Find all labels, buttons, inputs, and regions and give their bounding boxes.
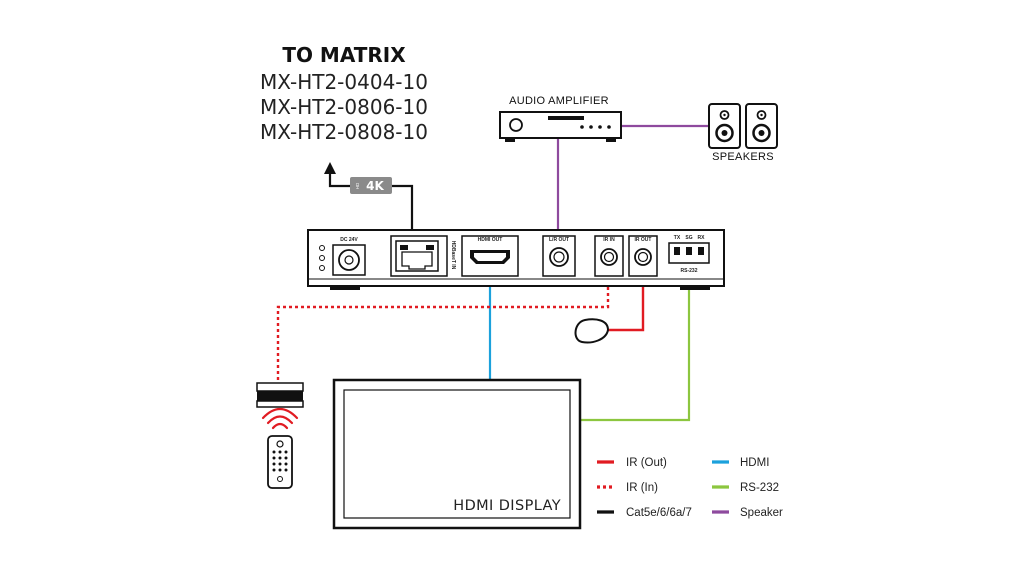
matrix-title: TO MATRIX bbox=[282, 43, 406, 67]
dc-port: DC 24V bbox=[319, 237, 366, 276]
rs232-label: RS-232 bbox=[681, 268, 698, 274]
legend-item-ir-out: IR (Out) bbox=[597, 457, 667, 469]
legend-item-ir-in: IR (In) bbox=[597, 482, 658, 494]
matrix-model-3: MX-HT2-0808-10 bbox=[260, 120, 428, 144]
rs232-port: TX SG RX RS-232 bbox=[668, 235, 710, 274]
badge-small-text: HD bbox=[355, 182, 360, 189]
speakers-label: SPEAKERS bbox=[712, 151, 774, 163]
hdbaset-port: HDBaseT IN bbox=[390, 235, 456, 277]
ir-in-port: IR IN bbox=[594, 235, 624, 277]
amplifier-label: AUDIO AMPLIFIER bbox=[509, 95, 609, 107]
legend-label-rs232: RS-232 bbox=[740, 482, 779, 494]
legend-item-cat: Cat5e/6/6a/7 bbox=[597, 507, 692, 519]
rs232-pin-tx: TX bbox=[674, 235, 681, 241]
speaker-left-icon bbox=[708, 103, 741, 149]
remote-control-icon bbox=[267, 435, 293, 489]
lr-out-port: L/R OUT bbox=[542, 235, 576, 277]
arrow-up-icon bbox=[324, 162, 336, 174]
legend-label-hdmi: HDMI bbox=[740, 457, 769, 469]
legend-label-ir-in: IR (In) bbox=[626, 482, 658, 494]
hdmi-out-port: HDMI OUT bbox=[461, 235, 519, 277]
ir-in-label: IR IN bbox=[603, 237, 615, 243]
rs232-pin-sg: SG bbox=[685, 235, 692, 241]
legend-item-rs232: RS-232 bbox=[712, 482, 779, 494]
cat-cable bbox=[324, 162, 414, 240]
dc-label: DC 24V bbox=[340, 237, 358, 243]
legend-item-speaker: Speaker bbox=[712, 507, 783, 519]
speakers: SPEAKERS bbox=[708, 103, 778, 163]
legend-label-ir-out: IR (Out) bbox=[626, 457, 667, 469]
hdmi-out-label: HDMI OUT bbox=[478, 237, 503, 243]
ir-receiver-icon bbox=[256, 382, 304, 408]
audio-amplifier: AUDIO AMPLIFIER bbox=[499, 95, 622, 142]
hdbaset-label: HDBaseT IN bbox=[450, 241, 456, 270]
lr-out-label: L/R OUT bbox=[549, 237, 569, 243]
display-label: HDMI DISPLAY bbox=[453, 498, 561, 514]
badge-label: 4K bbox=[366, 179, 384, 193]
knob-icon bbox=[509, 118, 523, 132]
legend-label-speaker: Speaker bbox=[740, 507, 783, 519]
matrix-model-1: MX-HT2-0404-10 bbox=[260, 70, 428, 94]
rs232-pin-rx: RX bbox=[698, 235, 706, 241]
legend: IR (Out) IR (In) Cat5e/6/6a/7 HDMI RS-23… bbox=[597, 457, 783, 519]
ir-out-port: IR OUT bbox=[628, 235, 658, 277]
speaker-right-icon bbox=[745, 103, 778, 149]
ir-out-label: IR OUT bbox=[635, 237, 652, 243]
legend-label-cat: Cat5e/6/6a/7 bbox=[626, 507, 692, 519]
speaker-cable bbox=[556, 124, 708, 248]
rs232-cable bbox=[580, 254, 691, 422]
matrix-model-2: MX-HT2-0806-10 bbox=[260, 95, 428, 119]
ir-emitter-icon bbox=[574, 318, 610, 344]
cable-badge: HD 4K bbox=[350, 177, 392, 194]
ir-signal-icon bbox=[261, 407, 299, 430]
receiver-device: DC 24V HDBaseT IN HDMI OUT L/ bbox=[307, 229, 725, 290]
hdmi-display: HDMI DISPLAY bbox=[332, 378, 582, 530]
legend-item-hdmi: HDMI bbox=[712, 457, 769, 469]
matrix-block: TO MATRIX MX-HT2-0404-10 MX-HT2-0806-10 … bbox=[260, 43, 428, 144]
